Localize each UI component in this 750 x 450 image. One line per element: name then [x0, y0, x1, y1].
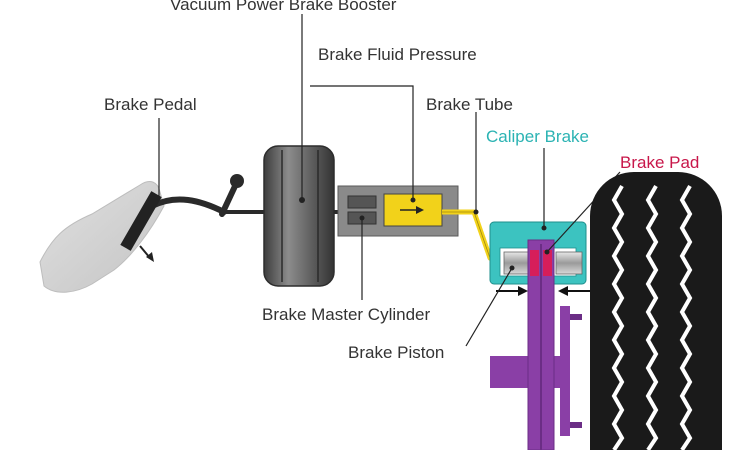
piston-leader	[465, 267, 513, 347]
pedal-push-arrowhead	[146, 252, 154, 262]
tread-groove-1	[611, 185, 625, 450]
label-vacuum-booster: Vacuum Power Brake Booster	[170, 0, 397, 14]
brake-pedal-pad	[120, 191, 162, 251]
label-brake-pedal: Brake Pedal	[104, 95, 197, 114]
pedal-arm	[149, 196, 227, 215]
hub-flange	[560, 306, 570, 436]
label-fluid-pressure: Brake Fluid Pressure	[318, 45, 477, 64]
hub-stud-2	[570, 422, 582, 428]
clamp-arrow-left-head	[518, 286, 528, 296]
brake-pad-left	[530, 250, 539, 276]
label-brake-piston: Brake Piston	[348, 343, 444, 362]
pedal-lever	[219, 181, 239, 217]
fluid-leader	[310, 85, 414, 200]
caliper-piston-left	[503, 251, 531, 275]
tread-groove-3	[679, 185, 693, 450]
hub-stud-1	[570, 314, 582, 320]
label-brake-pad: Brake Pad	[620, 153, 699, 172]
brake-pad-right	[543, 250, 552, 276]
tread-groove-2	[645, 185, 659, 450]
foot-shape	[39, 181, 165, 293]
label-caliper-brake: Caliper Brake	[486, 127, 589, 146]
tire-tread	[611, 185, 693, 450]
label-master-cylinder: Brake Master Cylinder	[262, 305, 431, 324]
master-piston-upper	[347, 195, 377, 209]
vacuum-booster	[263, 145, 335, 287]
fluid-pressure-arrowhead	[416, 206, 424, 214]
label-brake-tube: Brake Tube	[426, 95, 513, 114]
pedal-pivot	[230, 174, 244, 188]
caliper-piston-right	[555, 251, 583, 275]
clamp-arrow-right-head	[558, 286, 568, 296]
